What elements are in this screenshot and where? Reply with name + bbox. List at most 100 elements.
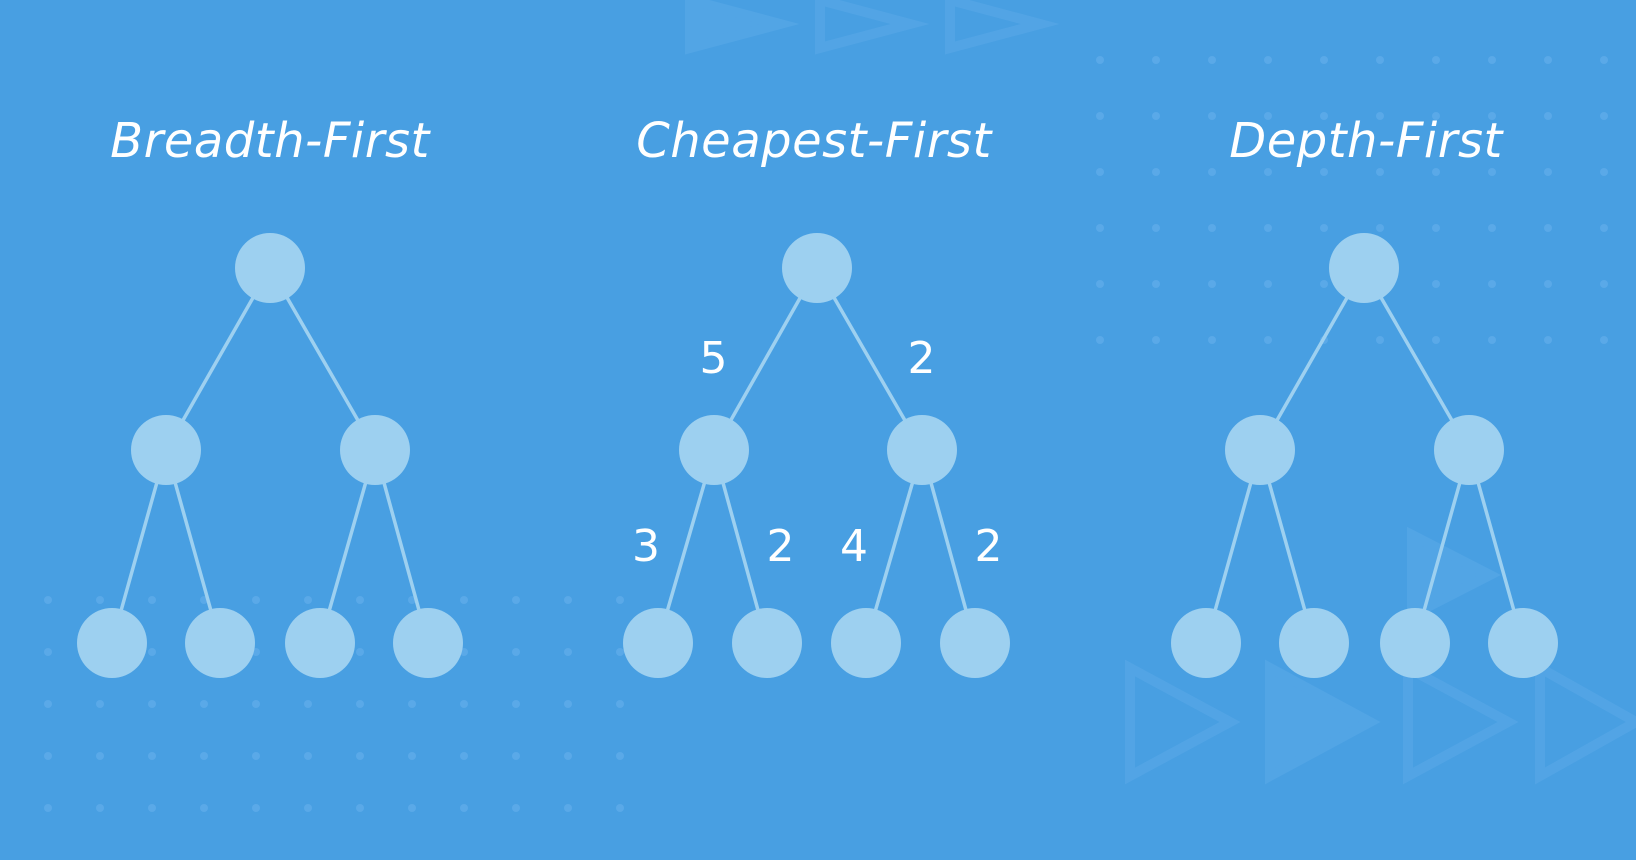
pattern-dot <box>616 648 624 656</box>
pattern-dot <box>1488 56 1496 64</box>
pattern-dot <box>460 700 468 708</box>
pattern-dot <box>616 752 624 760</box>
pattern-dot <box>1488 336 1496 344</box>
pattern-dot <box>356 752 364 760</box>
pattern-dot <box>1376 336 1384 344</box>
depth-first-tree <box>1171 233 1558 678</box>
tree-edge <box>1267 481 1307 612</box>
pattern-dot <box>1320 224 1328 232</box>
pattern-dot <box>1320 56 1328 64</box>
pattern-dot <box>1208 168 1216 176</box>
leaf-node <box>77 608 147 678</box>
pattern-dot <box>1488 168 1496 176</box>
pattern-dot <box>1544 224 1552 232</box>
tree-edge <box>1379 296 1454 422</box>
root-node <box>235 233 305 303</box>
pattern-dot <box>304 752 312 760</box>
pattern-dot <box>564 752 572 760</box>
pattern-dot <box>252 804 260 812</box>
pattern-dot <box>200 700 208 708</box>
pattern-dot <box>148 596 156 604</box>
pattern-dot <box>1152 224 1160 232</box>
pattern-dot <box>1096 280 1104 288</box>
pattern-dot <box>1544 56 1552 64</box>
edge-cost-label: 2 <box>766 520 795 572</box>
pattern-dot <box>1264 112 1272 120</box>
pattern-dot <box>1264 280 1272 288</box>
pattern-dot <box>1096 224 1104 232</box>
pattern-triangle <box>1535 659 1636 785</box>
pattern-dot <box>408 752 416 760</box>
pattern-dot <box>200 752 208 760</box>
tree-edge <box>666 481 706 612</box>
pattern-dot <box>512 596 520 604</box>
pattern-triangle <box>945 0 1060 55</box>
pattern-dot <box>356 596 364 604</box>
pattern-dot <box>1376 56 1384 64</box>
tree-edge <box>1213 481 1253 612</box>
inner-node <box>887 415 957 485</box>
pattern-dot <box>1600 56 1608 64</box>
pattern-dot <box>1432 280 1440 288</box>
trees <box>77 233 1558 678</box>
pattern-dot <box>44 596 52 604</box>
tree-edge <box>721 482 760 611</box>
tree-edge <box>327 481 368 612</box>
pattern-dot <box>1264 168 1272 176</box>
cheapest-first-title: Cheapest-First <box>636 113 992 169</box>
pattern-dot <box>1432 168 1440 176</box>
pattern-dot <box>460 596 468 604</box>
pattern-dot <box>252 700 260 708</box>
pattern-triangle <box>1403 659 1519 785</box>
leaf-node <box>831 608 901 678</box>
pattern-dot <box>1320 168 1328 176</box>
pattern-dot <box>252 752 260 760</box>
pattern-dot <box>1096 112 1104 120</box>
leaf-node <box>940 608 1010 678</box>
pattern-dot <box>616 596 624 604</box>
pattern-triangle <box>815 0 930 55</box>
pattern-dot <box>1208 336 1216 344</box>
tree-edge <box>1275 296 1349 422</box>
pattern-dot <box>1320 280 1328 288</box>
pattern-dot <box>1096 336 1104 344</box>
breadth-first-title: Breadth-First <box>110 113 430 169</box>
root-node <box>1329 233 1399 303</box>
pattern-dot <box>408 804 416 812</box>
pattern-dot <box>1208 56 1216 64</box>
pattern-dot <box>512 700 520 708</box>
pattern-dot <box>1432 112 1440 120</box>
pattern-dot <box>564 596 572 604</box>
pattern-dot <box>1544 280 1552 288</box>
tree-edge <box>119 481 159 612</box>
pattern-dot <box>1208 280 1216 288</box>
root-node <box>782 233 852 303</box>
pattern-dot <box>96 752 104 760</box>
pattern-dot <box>1600 280 1608 288</box>
leaf-node <box>1171 608 1241 678</box>
pattern-dot <box>1264 336 1272 344</box>
pattern-dot <box>252 596 260 604</box>
pattern-triangle <box>1407 526 1501 624</box>
leaf-node <box>1380 608 1450 678</box>
pattern-dot <box>1096 168 1104 176</box>
pattern-dot <box>1600 224 1608 232</box>
pattern-dot <box>200 804 208 812</box>
pattern-dot <box>44 804 52 812</box>
pattern-dot <box>1432 336 1440 344</box>
pattern-dot <box>96 596 104 604</box>
depth-first-title: Depth-First <box>1229 113 1503 169</box>
pattern-dot <box>44 648 52 656</box>
pattern-dot <box>512 804 520 812</box>
edge-cost-label: 3 <box>632 520 660 572</box>
pattern-dot <box>564 648 572 656</box>
pattern-dot <box>1376 168 1384 176</box>
tree-edge <box>729 296 802 422</box>
tree-edge <box>181 296 255 422</box>
pattern-dot <box>1376 224 1384 232</box>
pattern-dot <box>44 700 52 708</box>
pattern-dot <box>96 804 104 812</box>
pattern-dot <box>616 700 624 708</box>
pattern-dot <box>44 752 52 760</box>
